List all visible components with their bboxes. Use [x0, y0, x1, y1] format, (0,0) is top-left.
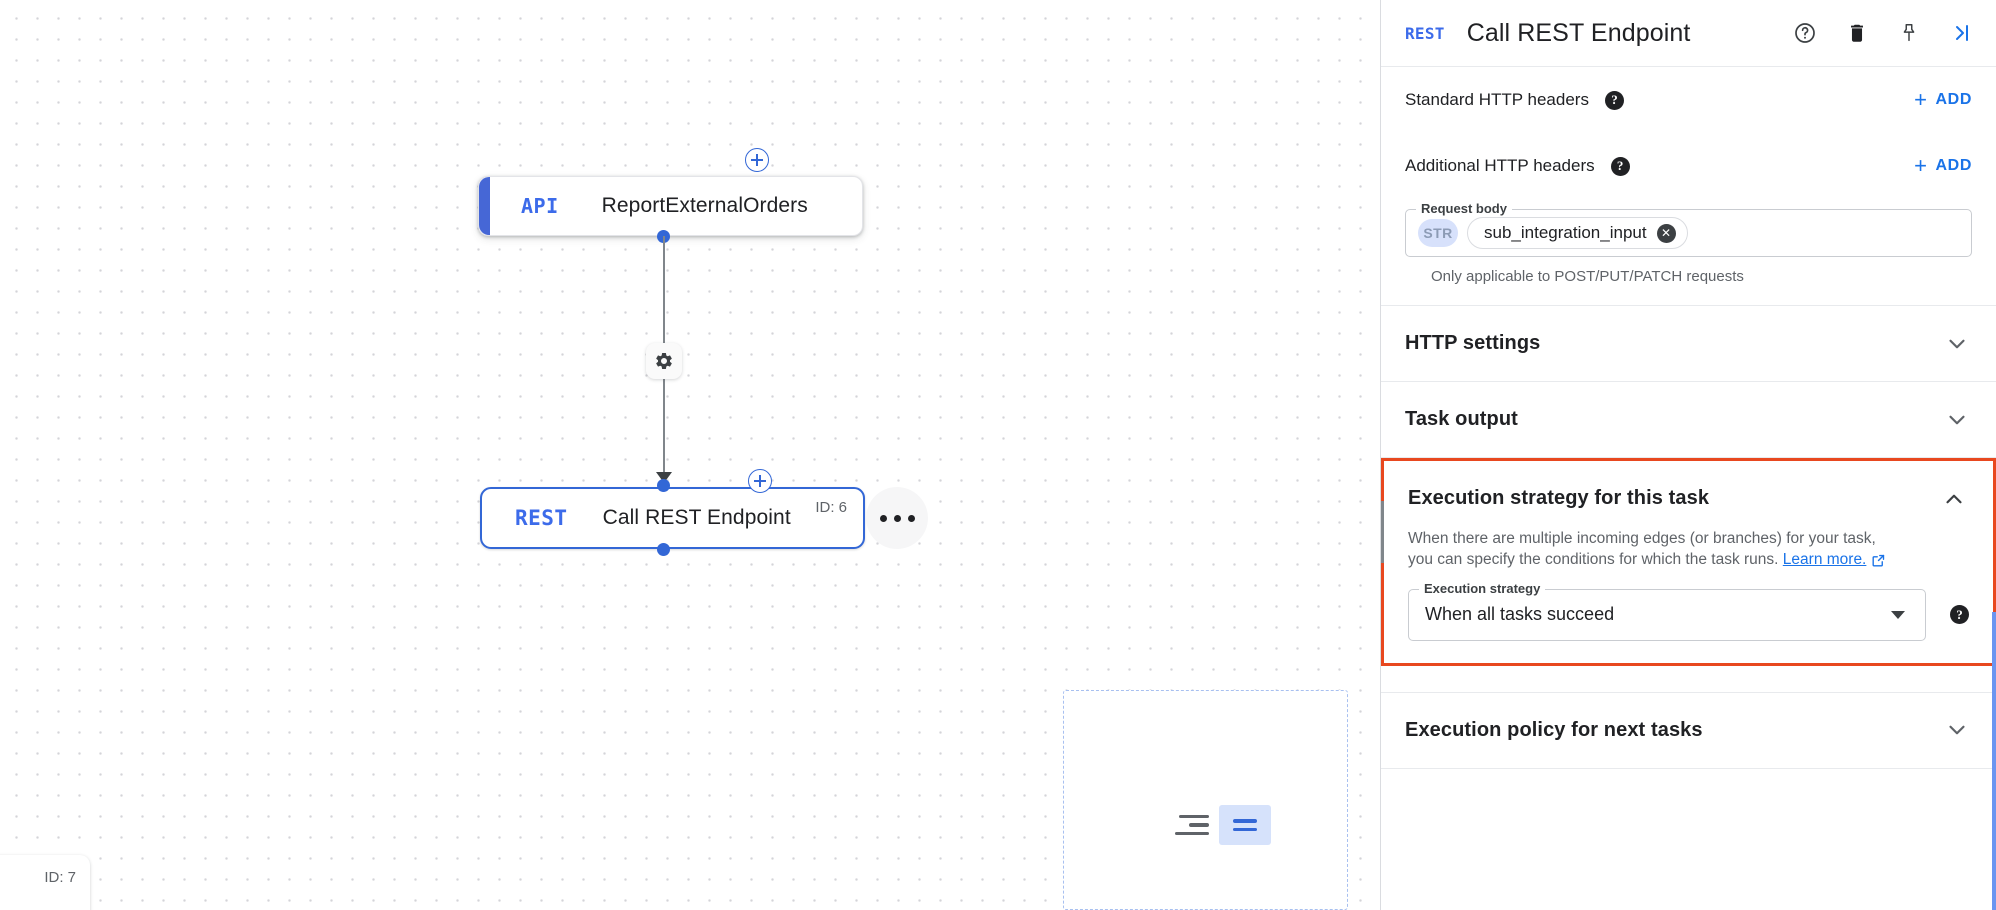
row-label-group: Additional HTTP headers ? [1405, 156, 1630, 176]
help-icon[interactable]: ? [1604, 90, 1624, 110]
divider [1381, 691, 1996, 693]
request-body-hint: Only applicable to POST/PUT/PATCH reques… [1431, 268, 1744, 285]
node-id-label: ID: 7 [44, 869, 76, 886]
more-dot [907, 514, 915, 522]
section-title: HTTP settings [1405, 332, 1541, 354]
chevron-down-icon[interactable] [1891, 610, 1905, 619]
request-body-value-chip[interactable]: sub_integration_input ✕ [1467, 217, 1688, 249]
placeholder-box [1219, 805, 1271, 845]
trash-icon[interactable] [1844, 20, 1870, 46]
learn-more-link[interactable]: Learn more. [1783, 549, 1887, 570]
section-task-output[interactable]: Task output [1381, 382, 1996, 457]
execution-strategy-select[interactable]: Execution strategy When all tasks succee… [1408, 580, 1926, 641]
node-port-rest-bottom[interactable] [657, 543, 670, 556]
placeholder-illustration-icon [1175, 805, 1271, 845]
panel-scrollbar-thumb[interactable] [1992, 612, 1996, 910]
plus-icon: + [1914, 87, 1928, 112]
chevron-down-icon[interactable] [1944, 717, 1970, 743]
execution-strategy-field-wrap: Execution strategy When all tasks succee… [1384, 571, 1993, 663]
node-accent-bar [479, 177, 490, 235]
collapse-panel-icon[interactable] [1948, 20, 1974, 46]
section-execution-policy[interactable]: Execution policy for next tasks [1381, 693, 1996, 768]
close-icon[interactable]: ✕ [1656, 223, 1676, 243]
standard-http-headers-label: Standard HTTP headers [1405, 90, 1589, 109]
pin-icon[interactable] [1896, 20, 1922, 46]
node-id-label: ID: 6 [815, 499, 847, 516]
help-icon[interactable]: ? [1610, 156, 1630, 176]
chevron-down-icon[interactable] [1944, 331, 1970, 357]
chevron-down-icon[interactable] [1944, 407, 1970, 433]
row-label-group: Standard HTTP headers ? [1405, 90, 1624, 110]
task-config-panel: REST Call REST Endpoint [1380, 0, 1996, 910]
add-node-after-rest-icon[interactable] [748, 469, 772, 493]
node-title: ReportExternalOrders [601, 194, 808, 217]
workflow-node-clipped[interactable]: ID: 7 [0, 855, 90, 910]
help-icon[interactable]: ? [1950, 605, 1969, 625]
divider [1381, 767, 1996, 769]
placeholder-lines [1175, 814, 1209, 836]
panel-body[interactable]: Standard HTTP headers ? + ADD Additional… [1381, 67, 1996, 910]
divider [1381, 381, 1996, 382]
more-dot [879, 514, 887, 522]
execution-strategy-legend: Execution strategy [1419, 580, 1546, 596]
add-label: ADD [1935, 157, 1972, 174]
description-line-1: When there are multiple incoming edges (… [1408, 530, 1876, 547]
workflow-canvas[interactable]: API ReportExternalOrders REST Call REST … [0, 0, 1380, 910]
row-additional-http-headers: Additional HTTP headers ? + ADD [1381, 133, 1996, 199]
node-more-options-button[interactable] [866, 487, 928, 549]
more-dot [893, 514, 901, 522]
panel-scroll-indicator-left[interactable] [1381, 501, 1384, 563]
node-port-rest-top[interactable] [657, 479, 670, 492]
add-label: ADD [1935, 91, 1972, 108]
plus-icon: + [1914, 153, 1928, 178]
request-body-type-chip: STR [1418, 219, 1458, 247]
help-circle-icon[interactable] [1792, 20, 1818, 46]
description-line-2: you can specify the conditions for which… [1408, 551, 1779, 569]
divider [1381, 457, 1996, 458]
add-standard-http-header-button[interactable]: + ADD [1914, 89, 1972, 111]
workflow-node-rest[interactable]: REST Call REST Endpoint ID: 6 [480, 487, 865, 549]
panel-header: REST Call REST Endpoint [1381, 0, 1996, 67]
request-body-legend: Request body [1416, 201, 1512, 216]
divider [1381, 305, 1996, 306]
request-body-field-wrap: Request body STR sub_integration_input ✕… [1381, 199, 1996, 285]
request-body-input[interactable]: Request body STR sub_integration_input ✕ [1405, 201, 1972, 257]
add-node-after-api-icon[interactable] [745, 148, 769, 172]
section-execution-strategy-header[interactable]: Execution strategy for this task [1384, 461, 1993, 536]
learn-more-label: Learn more. [1782, 551, 1867, 569]
external-link-icon [1871, 553, 1886, 568]
row-standard-http-headers: Standard HTTP headers ? + ADD [1381, 67, 1996, 133]
gear-icon[interactable] [646, 343, 682, 379]
spacer [1381, 285, 1996, 305]
workflow-node-api[interactable]: API ReportExternalOrders [478, 176, 863, 236]
execution-strategy-value: When all tasks succeed [1425, 604, 1615, 625]
section-title: Execution policy for next tasks [1405, 718, 1703, 741]
spacer [1381, 666, 1996, 692]
add-additional-http-header-button[interactable]: + ADD [1914, 155, 1972, 177]
chip-label: sub_integration_input [1484, 223, 1647, 242]
node-title: Call REST Endpoint [602, 506, 791, 529]
execution-strategy-description: When there are multiple incoming edges (… [1384, 528, 1993, 571]
page-title: Call REST Endpoint [1466, 18, 1691, 47]
section-title: Execution strategy for this task [1408, 487, 1710, 509]
edge-arrow-icon [656, 472, 672, 483]
node-type-badge: API [521, 194, 559, 218]
node-type-badge: REST [515, 506, 568, 530]
chevron-up-icon[interactable] [1941, 486, 1967, 512]
panel-type-badge: REST [1405, 23, 1445, 43]
panel-header-actions [1792, 20, 1974, 46]
additional-http-headers-label: Additional HTTP headers [1405, 156, 1595, 175]
section-execution-strategy[interactable]: Execution strategy for this task When th… [1381, 458, 1996, 666]
section-title: Task output [1405, 408, 1518, 430]
canvas-placeholder-panel [1063, 690, 1348, 910]
section-http-settings[interactable]: HTTP settings [1381, 306, 1996, 381]
